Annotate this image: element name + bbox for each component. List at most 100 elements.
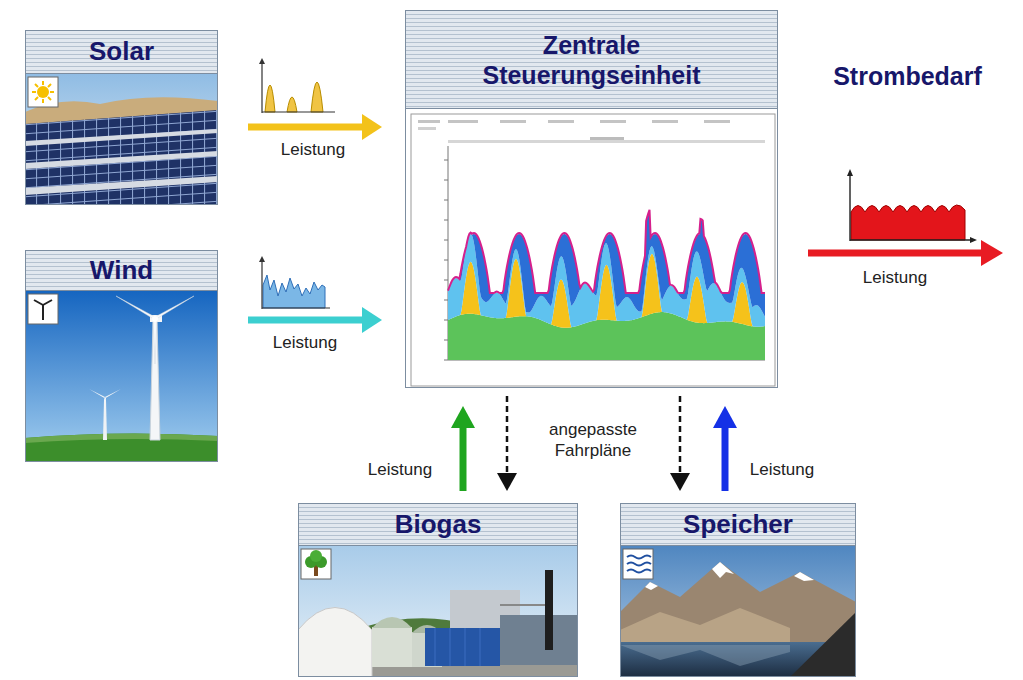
arrow-head: [451, 406, 475, 428]
power-mix-chart: [411, 114, 775, 386]
box-header: Strombedarf: [800, 58, 1015, 94]
power-mix-chart: [444, 320, 448, 321]
box-header: Zentrale Steuerungseinheit: [406, 11, 777, 109]
storage-photo: [790, 612, 856, 677]
demand-node: Strombedarf: [800, 58, 1015, 265]
biogas-photo: [435, 628, 480, 666]
wind-mini-chart: [262, 258, 330, 309]
power-mix-chart: [448, 211, 765, 317]
connector-line: [248, 317, 364, 324]
demand-mini-chart: [851, 205, 965, 240]
storage-photo: [620, 608, 790, 645]
solar-photo: [25, 129, 218, 146]
wind-photo: [25, 433, 218, 462]
arrow-head: [670, 473, 690, 491]
power-mix-chart: [444, 220, 448, 221]
arrow-head: [497, 473, 517, 491]
power-mix-chart: [444, 360, 448, 361]
solar-photo: [25, 176, 218, 195]
power-connector: [497, 396, 517, 491]
wind-photo: [89, 389, 121, 416]
box-title: Solar: [89, 36, 154, 67]
power-mix-chart: [448, 120, 478, 123]
solar-mini-chart: [265, 82, 323, 112]
power-mix-chart: [411, 114, 775, 386]
sun-icon: [32, 81, 54, 103]
solar-photo: [25, 73, 218, 205]
tree-icon: [301, 549, 331, 579]
power-connector: [248, 114, 382, 140]
connector-line: [679, 396, 682, 475]
wind-photo: [152, 316, 158, 322]
solar-photo: [25, 110, 218, 205]
arrow-head: [362, 114, 382, 140]
source-box: Solar: [25, 30, 218, 205]
power-mix-chart: [444, 340, 448, 341]
power-connector: [808, 240, 1003, 266]
turbine-icon: [28, 294, 58, 324]
solar-mini-chart: [259, 58, 335, 113]
arrow-head: [981, 240, 1003, 266]
solar-mini-chart: [259, 58, 265, 64]
power-mix-chart: [448, 140, 765, 143]
box-title: Wind: [90, 255, 153, 286]
wind-photo: [25, 290, 218, 462]
waves-icon: [623, 549, 653, 579]
power-mix-chart: [448, 234, 765, 328]
demand-mini-chart: [847, 169, 977, 243]
wind-photo: [116, 296, 194, 364]
power-mix-chart: [444, 300, 448, 301]
storage-photo: [620, 545, 856, 677]
box-header: Biogas: [299, 504, 577, 546]
wind-photo: [25, 433, 218, 443]
waves-icon: [627, 556, 651, 573]
turbine-icon: [28, 294, 58, 324]
box-title: Biogas: [395, 509, 482, 540]
arrow-head: [713, 406, 737, 428]
wind-mini-chart: [259, 256, 330, 309]
source-box: Wind: [25, 250, 218, 462]
connector-line: [722, 426, 729, 491]
box-header: Solar: [26, 31, 217, 74]
wind-mini-chart: [259, 256, 265, 262]
control-unit-box: Zentrale Steuerungseinheit: [405, 10, 778, 388]
power-mix-chart: [704, 120, 730, 123]
demand-mini-chart: [850, 172, 972, 241]
biogas-photo: [372, 627, 412, 667]
solar-photo: [25, 73, 218, 205]
wind-photo: [25, 290, 218, 462]
biogas-photo: [298, 608, 372, 678]
edge-label: Leistung: [860, 268, 930, 288]
power-mix-chart: [500, 120, 526, 123]
box-header: Wind: [26, 251, 217, 291]
power-mix-chart: [418, 120, 440, 123]
schedule-label: angepasste Fahrpläne: [515, 419, 671, 462]
box-title: Zentrale Steuerungseinheit: [442, 30, 742, 90]
power-mix-chart: [444, 280, 448, 281]
edge-label: Leistung: [747, 460, 817, 480]
connector-line: [248, 124, 364, 131]
power-mix-chart: [444, 240, 448, 241]
power-mix-chart: [444, 200, 448, 201]
box-header: Speicher: [621, 504, 855, 546]
edge-label: Leistung: [365, 460, 435, 480]
biogas-photo: [500, 604, 545, 606]
biogas-photo: [425, 628, 500, 666]
power-mix-chart: [444, 180, 448, 181]
power-mix-chart: [548, 120, 574, 123]
power-mix-chart: [448, 146, 765, 360]
waves-icon: [623, 549, 653, 579]
tree-icon: [310, 550, 322, 562]
storage-photo: [645, 562, 814, 590]
storage-photo: [620, 645, 790, 666]
edge-label: Leistung: [270, 333, 340, 353]
solar-photo: [25, 151, 218, 169]
power-connector: [248, 307, 382, 333]
sun-icon: [28, 77, 58, 107]
solar-mini-chart: [262, 60, 335, 113]
biogas-photo: [545, 570, 553, 650]
power-connector: [451, 406, 475, 491]
box-title: Speicher: [683, 509, 793, 540]
edge-label: Leistung: [278, 140, 348, 160]
